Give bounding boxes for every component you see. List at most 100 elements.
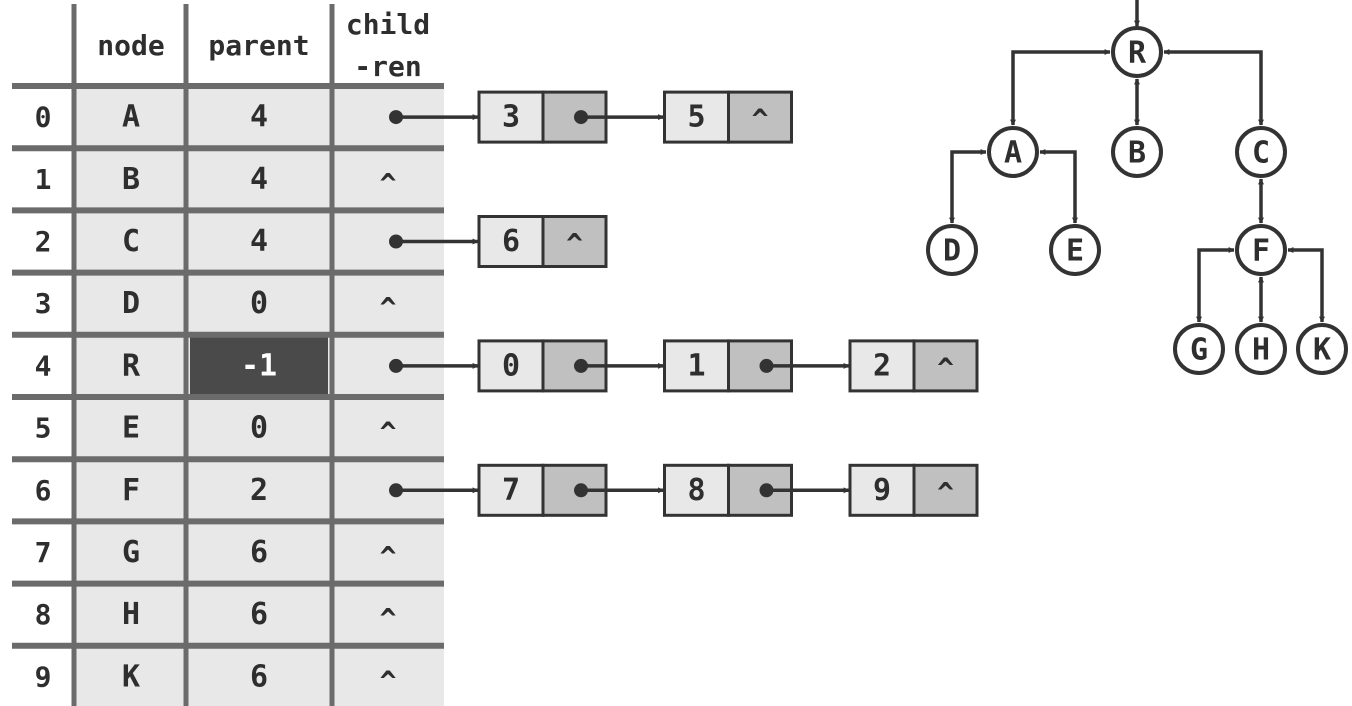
tree-node-circle (1296, 323, 1348, 375)
tree-edge (1196, 247, 1235, 323)
node-cell: G (122, 535, 140, 570)
row-index: 4 (35, 349, 52, 382)
parent-cell: -1 (241, 348, 277, 383)
tree-node-label: F (1252, 234, 1270, 269)
row-index: 0 (35, 101, 52, 134)
tree-node-label: B (1128, 136, 1146, 171)
tree-edge (1287, 247, 1325, 323)
parent-cell: 2 (250, 473, 268, 508)
list-node-pointer-box (912, 463, 979, 517)
list-null: ^ (937, 351, 954, 384)
children-null: ^ (380, 664, 397, 697)
list-node-pointer-box (727, 90, 793, 144)
list-node: 3 (477, 90, 665, 144)
list-node-value-box (848, 339, 916, 393)
children-null: ^ (380, 416, 397, 449)
list-node-value: 3 (502, 100, 520, 135)
tree-node-label: R (1128, 36, 1147, 71)
tree-node-circle (1173, 323, 1225, 375)
tree-node: C (1235, 126, 1287, 178)
tree-node: D (926, 224, 978, 276)
tree-diagram: R A B C D E F G H K (926, 0, 1348, 375)
children-null: ^ (380, 602, 397, 635)
tree-node-circle (1111, 26, 1163, 78)
list-null: ^ (937, 476, 954, 509)
tree-node-circle (1049, 224, 1101, 276)
tree-edge (1163, 49, 1264, 126)
row-index: 7 (35, 536, 52, 569)
header-node: node (97, 29, 164, 62)
node-cell: B (122, 162, 140, 197)
tree-node-circle (1235, 224, 1287, 276)
parent-cell: 6 (250, 597, 268, 632)
tree-node-circle (987, 126, 1039, 178)
table-grid (12, 4, 444, 706)
table-row: 0 A 4 (35, 100, 479, 135)
children-null: ^ (380, 167, 397, 200)
list-node-value: 5 (687, 100, 705, 135)
parent-cell: 0 (250, 286, 268, 321)
tree-node-label: K (1313, 333, 1331, 368)
tree-node-circle (926, 224, 978, 276)
list-node-value: 9 (873, 473, 891, 508)
node-cell: A (122, 100, 140, 135)
tree-node-label: C (1252, 136, 1270, 171)
tree-node: H (1235, 323, 1287, 375)
tree-edges (949, 0, 1325, 323)
tree-edge (1039, 149, 1078, 224)
table-row: 4 R -1 (35, 336, 479, 395)
node-cell: R (122, 348, 141, 383)
list-null: ^ (566, 227, 583, 260)
row-index: 9 (35, 660, 52, 693)
node-cell: E (122, 411, 140, 446)
tree-node-circle (1111, 126, 1163, 178)
row-index: 5 (35, 412, 52, 445)
parent-cell: 6 (250, 535, 268, 570)
tree-node: B (1111, 126, 1163, 178)
list-node-value: 0 (502, 348, 520, 383)
list-node-value-box (477, 215, 545, 268)
list-node: 1 (663, 339, 850, 393)
list-node: 8 (663, 463, 850, 517)
tree-node: E (1049, 224, 1101, 276)
tree-node: K (1296, 323, 1348, 375)
parent-highlight (190, 336, 328, 395)
row-index: 8 (35, 598, 52, 631)
tree-edge (1010, 49, 1111, 126)
tree-edge (949, 149, 987, 224)
parent-cell: 4 (250, 100, 268, 135)
tree-node-label: G (1190, 333, 1208, 368)
tree-node-label: H (1252, 333, 1270, 368)
table-header: node parent child -ren (97, 8, 430, 83)
list-null: ^ (752, 103, 769, 136)
list-node: 7 (477, 463, 665, 517)
list-node-value-box (663, 463, 730, 517)
parent-cell: 0 (250, 411, 268, 446)
header-children-line1: child (346, 8, 430, 41)
header-parent: parent (208, 29, 309, 62)
list-node: 5^ (663, 90, 793, 144)
tree-nodes: R A B C D E F G H K (926, 26, 1348, 375)
parent-cell: 4 (250, 224, 268, 259)
list-node-pointer-box (541, 215, 608, 268)
row-index: 6 (35, 474, 52, 507)
list-node: 2^ (848, 339, 979, 393)
tree-node-label: E (1066, 234, 1084, 269)
list-node: 0 (477, 339, 665, 393)
list-node-value: 1 (687, 348, 705, 383)
children-null: ^ (380, 291, 397, 324)
tree-node: A (987, 126, 1039, 178)
row-index: 2 (35, 225, 52, 258)
tree-node-circle (1235, 323, 1287, 375)
tree-node-circle (1235, 126, 1287, 178)
